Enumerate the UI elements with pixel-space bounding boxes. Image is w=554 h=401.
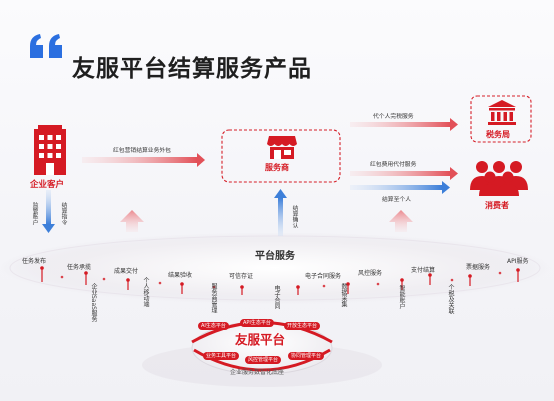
quote-icon xyxy=(28,32,66,64)
pill-business-tools: 业务工具平台 xyxy=(203,352,240,360)
core-foundation-label: 企业服务数智化底座 xyxy=(230,369,285,376)
arrow-platform-up-to-merchant xyxy=(274,189,287,236)
label-settle-instruction: 结算指令 xyxy=(60,202,66,226)
platform-services-title: 平台服务 xyxy=(255,251,295,262)
shop-icon xyxy=(266,134,298,164)
service-data-collection: 数据采集 xyxy=(340,283,347,307)
tax-bureau-label: 税务局 xyxy=(486,130,510,139)
label-supervise-account: 监管账户 xyxy=(31,202,37,226)
label-settle-confirm: 结算确认 xyxy=(291,205,297,229)
arrow-merchant-to-tax xyxy=(350,118,458,131)
pill-ai: AI生态平台 xyxy=(198,322,229,330)
label-proxy-tax: 代个人完税服务 xyxy=(373,114,414,120)
service-invoice: 票据服务 xyxy=(466,264,491,271)
pill-collab-mgmt: 协同管理平台 xyxy=(288,352,325,360)
merchant-label: 服务商 xyxy=(265,163,289,172)
arrow-enterprise-down xyxy=(42,190,55,233)
core-platform-name: 友服平台 xyxy=(235,332,286,347)
service-api: API服务 xyxy=(507,258,529,265)
consumers-icon xyxy=(468,160,530,200)
service-personal-mobile: 个人移动端 xyxy=(142,277,149,307)
service-task-undertake: 任务承揽 xyxy=(67,264,92,271)
arrow-merchant-to-consumers-red xyxy=(350,167,458,180)
enterprise-building-icon xyxy=(32,123,68,179)
arrow-merchant-to-consumers-blue xyxy=(350,181,450,194)
service-payment-settlement: 支付结算 xyxy=(411,267,436,274)
pill-open: 开放生态平台 xyxy=(284,322,321,330)
consumers-label: 消费者 xyxy=(485,201,509,210)
service-smart-account: 智能账户 xyxy=(398,285,405,309)
platform-up-arrows xyxy=(120,210,413,232)
pill-risk-mgmt: 风控管理平台 xyxy=(245,356,282,364)
label-redpacket-outsourcing: 红包营销结算业务外包 xyxy=(113,148,171,154)
service-result-delivery: 成果交付 xyxy=(114,268,139,275)
service-risk-control: 风控服务 xyxy=(358,270,383,277)
service-e-contract: 电子合同服务 xyxy=(305,273,342,280)
service-result-acceptance: 结果验收 xyxy=(168,272,193,279)
page-title: 友服平台结算服务产品 xyxy=(72,56,312,82)
tax-bureau-icon xyxy=(488,100,516,130)
platform-ellipse xyxy=(0,232,550,304)
label-redpacket-cost: 红包费用代付服务 xyxy=(370,162,417,168)
service-task-publish: 任务发布 xyxy=(22,258,47,265)
service-enterprise-saas: 企业SaaS服务 xyxy=(90,283,97,322)
label-settle-to-person: 结算至个人 xyxy=(382,197,411,203)
pill-api: API生态平台 xyxy=(240,319,274,327)
service-merchant-mgmt: 服务商管理 xyxy=(210,283,217,313)
service-personal-tax: 个税及关联 xyxy=(447,284,454,314)
service-e-contract-v: 电子合同 xyxy=(273,285,280,309)
service-trusted-deposit: 可信存证 xyxy=(229,273,254,280)
arrow-enterprise-to-merchant xyxy=(82,153,205,167)
enterprise-label: 企业客户 xyxy=(30,180,65,190)
service-pins xyxy=(40,266,520,295)
